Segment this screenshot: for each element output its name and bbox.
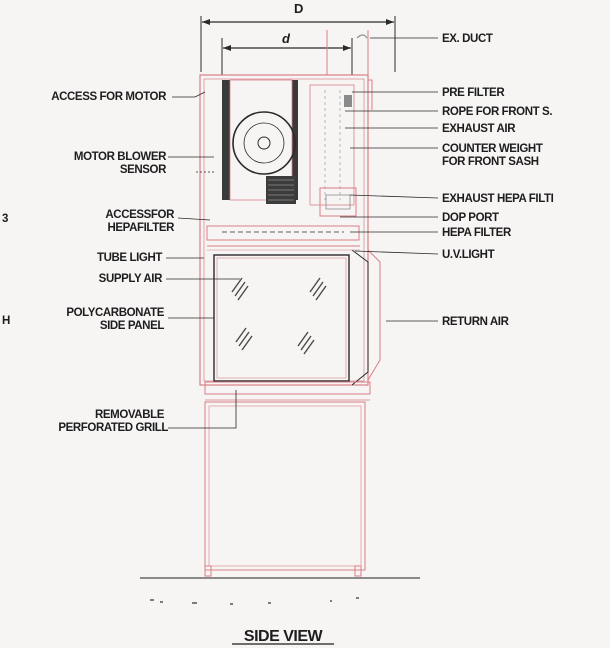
exhaust-duct [326,30,369,75]
view-title: SIDE VIEW [244,628,324,645]
motor-blower [222,79,298,204]
dimension-lines [200,16,396,75]
label-for-front-sash: FOR FRONT SASH [442,156,539,168]
label-counter-weight: COUNTER WEIGHT [442,143,543,155]
floor-line [140,577,420,605]
label-return-air: RETURN AIR [442,316,510,328]
label-sensor: SENSOR [120,164,167,176]
label-exhaust-air: EXHAUST AIR [442,123,516,135]
hepa-filter-band [206,225,360,251]
edge-fragment-b: H [2,315,10,327]
label-ex-duct: EX. DUCT [442,33,493,45]
label-hepa-filter: HEPA FILTER [442,227,512,239]
polycarbonate-side-panel [213,254,350,382]
label-hepafilter: HEPAFILTER [108,222,176,234]
label-rope-front-sash: ROPE FOR FRONT S. [442,106,552,118]
right-leader-lines [340,37,439,322]
edge-fragment-a: 3 [2,213,8,225]
label-access-for-motor: ACCESS FOR MOTOR [51,91,167,103]
label-perforated-grill: PERFORATED GRILL [58,422,168,434]
outer-dimension-label: D [294,1,303,16]
label-tube-light: TUBE LIGHT [97,252,162,264]
left-leader-lines [166,91,240,429]
right-labels: EX. DUCT PRE FILTER ROPE FOR FRONT S. EX… [442,33,554,328]
label-pre-filter: PRE FILTER [442,87,505,99]
work-tray [204,381,371,401]
label-removable: REMOVABLE [95,409,165,421]
label-side-panel: SIDE PANEL [100,320,165,332]
label-uv-light: U.V.LIGHT [442,249,495,261]
left-labels: ACCESS FOR MOTOR MOTOR BLOWER SENSOR ACC… [51,91,175,434]
stand [204,401,366,577]
label-exhaust-hepa-filter: EXHAUST HEPA FILTI [442,193,554,205]
label-motor-blower: MOTOR BLOWER [74,151,167,163]
filter-column [309,84,357,217]
label-dop-port: DOP PORT [442,212,499,224]
label-polycarbonate: POLYCARBONATE [66,307,164,319]
label-supply-air: SUPPLY AIR [99,273,163,285]
inner-dimension-label: d [282,31,291,46]
label-access-for: ACCESSFOR [105,209,175,221]
